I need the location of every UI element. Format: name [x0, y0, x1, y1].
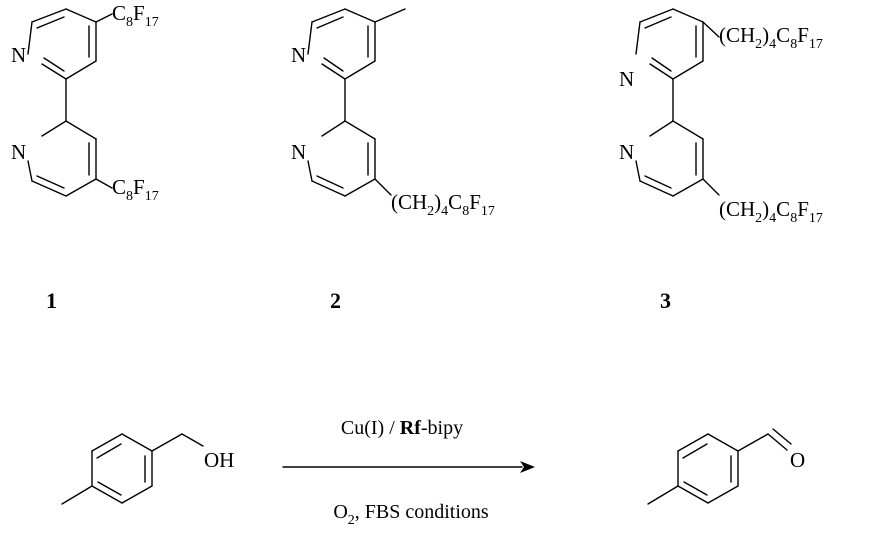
compound-3-bonds: [635, 8, 720, 197]
arrowhead: [520, 461, 535, 473]
reactant-bonds: [61, 433, 204, 505]
compound-1-number: 1: [46, 288, 57, 313]
compound-2-number: 2: [330, 288, 341, 313]
compound-1-bottom-substituent: C8F17: [112, 175, 159, 204]
compound-3-nitrogen-bottom: N: [619, 140, 634, 164]
compound-2-nitrogen-top: N: [291, 43, 306, 67]
reaction-arrow-group: Cu(I) / Rf-bipy O2, FBS conditions: [282, 417, 535, 528]
compound-1-top-substituent: C8F17: [112, 1, 159, 30]
compound-2-bottom-substituent: (CH2)4C8F17: [391, 190, 495, 219]
compound-1-nitrogen-top: N: [11, 43, 26, 67]
reactant-alcohol: OH: [61, 433, 234, 505]
compound-3: N N (CH2)4C8F17 (CH2)4C8F17 3: [619, 8, 823, 313]
product-aldehyde: O: [647, 428, 805, 505]
compound-3-bottom-substituent: (CH2)4C8F17: [719, 197, 823, 226]
compound-3-top-substituent: (CH2)4C8F17: [719, 23, 823, 52]
compound-2-nitrogen-bottom: N: [291, 140, 306, 164]
reactant-hydroxyl: OH: [204, 448, 234, 472]
reaction-conditions-below: O2, FBS conditions: [333, 501, 489, 528]
product-oxygen: O: [790, 448, 805, 472]
compound-3-number: 3: [660, 288, 671, 313]
product-bonds: [647, 428, 792, 505]
compound-1-nitrogen-bottom: N: [11, 140, 26, 164]
reaction-conditions-above: Cu(I) / Rf-bipy: [341, 417, 463, 439]
compound-3-nitrogen-top: N: [619, 67, 634, 91]
compound-1-bonds: [27, 8, 113, 197]
compound-1: N N C8F17 C8F17 1: [11, 1, 159, 313]
compound-2: N N (CH2)4C8F17 2: [291, 8, 495, 313]
compound-2-bonds: [307, 8, 406, 197]
